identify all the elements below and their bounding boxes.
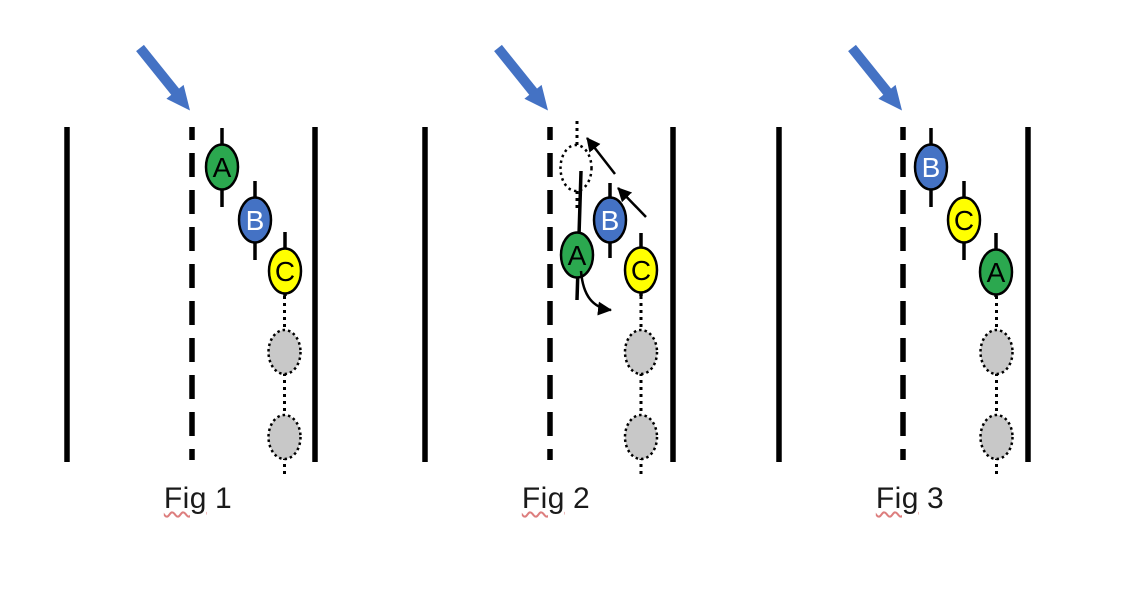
rider-b-label: B	[922, 152, 941, 183]
rider-a-ellipse	[204, 143, 240, 191]
rider-a-label: A	[213, 152, 232, 183]
figure-3-caption-number: 3	[927, 482, 945, 515]
rider-a-ellipse	[559, 231, 595, 279]
vacated-lead-position-ghost	[559, 143, 593, 193]
rider-b-ellipse	[237, 196, 273, 244]
figure-1-caption-number: 1	[215, 482, 233, 515]
figure-2-caption-word: Fig	[521, 482, 565, 515]
placeholder-rider-2	[267, 413, 302, 461]
rider-c-ellipse	[267, 247, 303, 295]
wind-arrow-shaft	[494, 44, 539, 98]
figure-1-caption-word: Fig	[163, 482, 207, 515]
rider-c-ellipse	[946, 196, 982, 244]
rider-c-ellipse	[623, 246, 659, 294]
rider-b-ellipse	[913, 143, 949, 191]
rider-a-ellipse	[978, 248, 1014, 296]
rider-b-ellipse	[592, 196, 628, 244]
wind-arrow-shaft	[136, 44, 181, 98]
drop-back-curved-arrow	[579, 270, 612, 316]
rider-a-label: A	[568, 240, 587, 271]
wind-arrow-head	[524, 84, 548, 111]
wind-arrow-head	[166, 84, 190, 111]
rider-a-label: A	[987, 257, 1006, 288]
wind-direction-arrow	[136, 44, 190, 111]
advance-arrow-to-front	[586, 137, 616, 175]
rider-b-label: B	[601, 205, 620, 236]
placeholder-rider-2	[979, 413, 1014, 461]
rider-c-label: C	[954, 205, 974, 236]
figure-2-caption-number: 2	[573, 482, 591, 515]
wind-arrow-head	[878, 84, 902, 111]
rider-b-label: B	[246, 205, 265, 236]
placeholder-rider-2	[623, 413, 659, 461]
wind-direction-arrow	[848, 44, 902, 111]
figure-3-caption-word: Fig	[875, 482, 919, 515]
figure-2-drawing: B C A	[422, 44, 676, 478]
placeholder-rider-1	[979, 328, 1014, 376]
placeholder-rider-1	[623, 328, 659, 376]
figure-3-drawing: B C A	[776, 44, 1031, 478]
wind-arrow-shaft	[848, 44, 893, 98]
figure-1-drawing: A B C	[64, 44, 318, 478]
placeholder-rider-1	[267, 328, 302, 376]
advance-arrow-mid	[617, 187, 647, 218]
rider-c-label: C	[275, 256, 295, 287]
wind-direction-arrow	[494, 44, 548, 111]
rider-c-label: C	[631, 255, 651, 286]
